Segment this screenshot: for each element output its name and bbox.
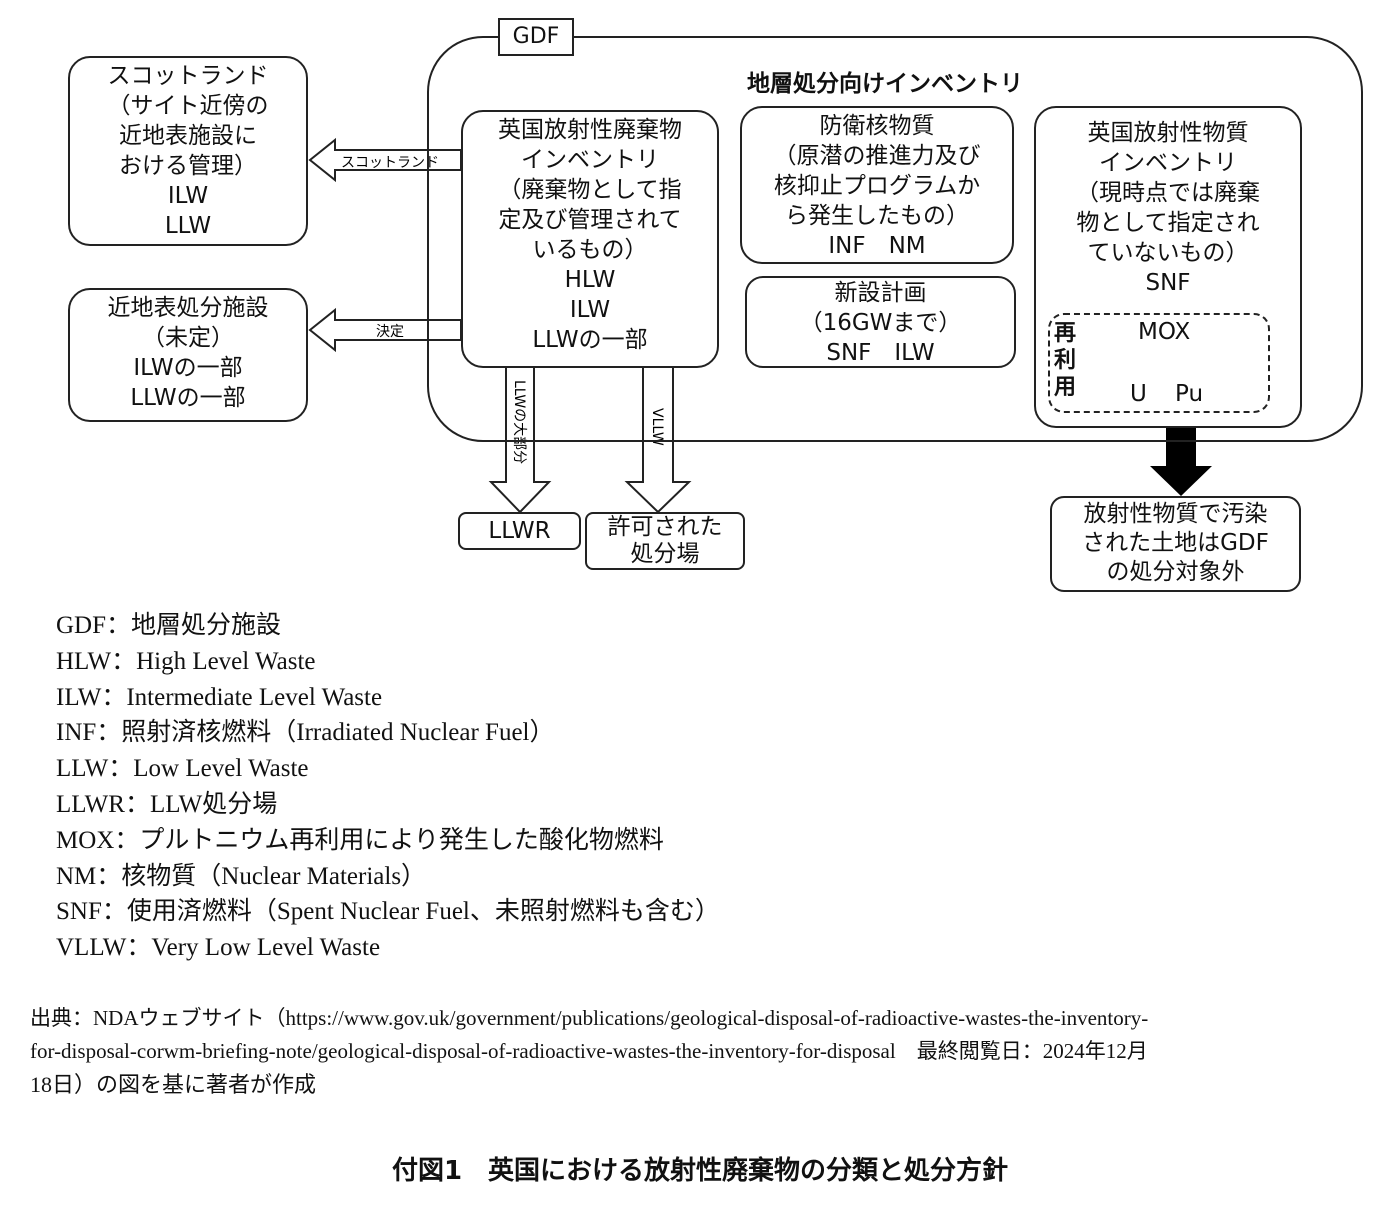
box-line: インベントリ <box>521 147 659 173</box>
box-line: LLWの一部 <box>532 327 648 353</box>
box-line: おける管理） <box>119 153 257 179</box>
box-line: 物として指定され <box>1076 210 1260 236</box>
box-line: HLW <box>564 267 616 293</box>
arrow-to-near-surface <box>308 307 462 353</box>
box-line: 防衛核物質 <box>819 113 935 139</box>
plutonium-label: Pu <box>1175 381 1204 407</box>
reuse-region <box>1048 313 1270 413</box>
box-line: の処分対象外 <box>1106 559 1245 585</box>
box-line: インベントリ <box>1099 150 1237 176</box>
arrow-to-scotland <box>308 137 462 183</box>
inventory-title: 地層処分向けインベントリ <box>747 71 1023 97</box>
defence-materials-box: 防衛核物質 （原潜の推進力及び 核抑止プログラムか ら発生したもの） INF N… <box>740 106 1014 264</box>
gdf-label: GDF <box>498 18 574 56</box>
reuse-label-char: 再 <box>1053 321 1076 346</box>
legend-item: SNF：使用済燃料（Spent Nuclear Fuel、未照射燃料も含む） <box>56 898 720 926</box>
reuse-label-char: 利 <box>1053 348 1076 373</box>
llwr-box: LLWR <box>458 512 581 550</box>
box-line: 核抑止プログラムか <box>773 173 981 199</box>
box-line: ILWの一部 <box>133 355 243 381</box>
legend-item: HLW：High Level Waste <box>56 647 316 675</box>
box-line: （原潜の推進力及び <box>773 143 981 169</box>
box-line: ILW <box>569 297 611 323</box>
box-line: LLW <box>164 213 212 239</box>
box-line: （現時点では廃棄 <box>1076 180 1260 206</box>
arrow-to-contaminated-land <box>1150 424 1212 496</box>
box-line: いるもの） <box>532 237 648 263</box>
figure-caption: 付図1 英国における放射性廃棄物の分類と処分方針 <box>391 1156 1009 1186</box>
abbreviation-legend: GDF：地層処分施設 HLW：High Level Waste ILW：Inte… <box>56 608 720 966</box>
box-line: ILW <box>167 183 209 209</box>
arrow-label-llw-majority: LLWの大部分 <box>511 380 527 464</box>
legend-item: LLW：Low Level Waste <box>56 755 309 783</box>
box-line: 新設計画 <box>834 280 927 306</box>
box-line: 定及び管理されて <box>498 207 682 233</box>
box-line: （サイト近傍の <box>107 93 269 119</box>
legend-item: ILW：Intermediate Level Waste <box>56 683 383 711</box>
source-line: for-disposal-corwm-briefing-note/geologi… <box>30 1039 1148 1063</box>
uk-materials-inventory-box: 英国放射性物質 インベントリ （現時点では廃棄 物として指定され ていないもの）… <box>1034 106 1302 428</box>
box-line: 近地表処分施設 <box>107 295 269 321</box>
legend-item: NM：核物質（Nuclear Materials） <box>56 862 427 890</box>
box-line: 放射性物質で汚染 <box>1083 501 1268 527</box>
contaminated-land-box: 放射性物質で汚染 された土地はGDF の処分対象外 <box>1050 496 1301 592</box>
legend-item: LLWR：LLW処分場 <box>56 790 278 818</box>
permitted-site-box: 許可された 処分場 <box>585 512 745 570</box>
box-line: スコットランド <box>107 63 269 89</box>
mox-label: MOX <box>1138 319 1191 345</box>
source-note: 出典：NDAウェブサイト（https://www.gov.uk/governme… <box>30 1002 1375 1101</box>
box-line: ら発生したもの） <box>785 203 969 229</box>
arrow-to-permitted-site <box>624 365 692 514</box>
uranium-label: U <box>1130 381 1147 407</box>
source-line: 出典：NDAウェブサイト（https://www.gov.uk/governme… <box>30 1006 1149 1030</box>
legend-item: GDF：地層処分施設 <box>56 612 282 639</box>
box-line: LLWR <box>488 518 551 544</box>
box-line: SNF ILW <box>826 340 935 366</box>
box-line: （16GWまで） <box>799 310 962 336</box>
new-build-box: 新設計画 （16GWまで） SNF ILW <box>745 276 1016 368</box>
box-line: ていないもの） <box>1087 240 1249 266</box>
gdf-frame <box>427 36 1363 442</box>
reuse-label: 再 利 用 <box>1050 320 1080 401</box>
arrow-label-scotland: スコットランド <box>341 155 439 171</box>
arrow-label-vllw: VLLW <box>649 408 665 446</box>
box-line: （未定） <box>142 325 234 351</box>
legend-item: VLLW：Very Low Level Waste <box>56 934 381 962</box>
box-line: LLWの一部 <box>130 385 246 411</box>
arrow-label-decision: 決定 <box>376 324 404 340</box>
near-surface-facility-box: 近地表処分施設 （未定） ILWの一部 LLWの一部 <box>68 288 308 422</box>
source-line: 18日）の図を基に著者が作成 <box>30 1072 317 1097</box>
legend-item: MOX：プルトニウム再利用により発生した酸化物燃料 <box>56 826 664 854</box>
uk-waste-inventory-box: 英国放射性廃棄物 インベントリ （廃棄物として指 定及び管理されて いるもの） … <box>461 110 719 368</box>
box-line: 近地表施設に <box>119 123 257 149</box>
box-line: 英国放射性廃棄物 <box>498 117 682 143</box>
arrow-to-llwr <box>488 365 552 514</box>
box-line: SNF <box>1145 270 1191 296</box>
box-line: 許可された <box>607 514 723 540</box>
legend-item: INF：照射済核燃料（Irradiated Nuclear Fuel） <box>56 719 555 747</box>
box-line: INF NM <box>828 233 926 259</box>
box-line: された土地はGDF <box>1082 530 1269 556</box>
box-line: 処分場 <box>630 541 700 567</box>
box-line: 英国放射性物質 <box>1087 120 1249 146</box>
box-line: （廃棄物として指 <box>498 177 682 203</box>
diagram-arrows: スコットランド 決定 LLWの大部分 VLLW <box>308 137 1238 514</box>
scotland-box: スコットランド （サイト近傍の 近地表施設に おける管理） ILW LLW <box>68 56 308 246</box>
reuse-label-char: 用 <box>1053 375 1076 400</box>
